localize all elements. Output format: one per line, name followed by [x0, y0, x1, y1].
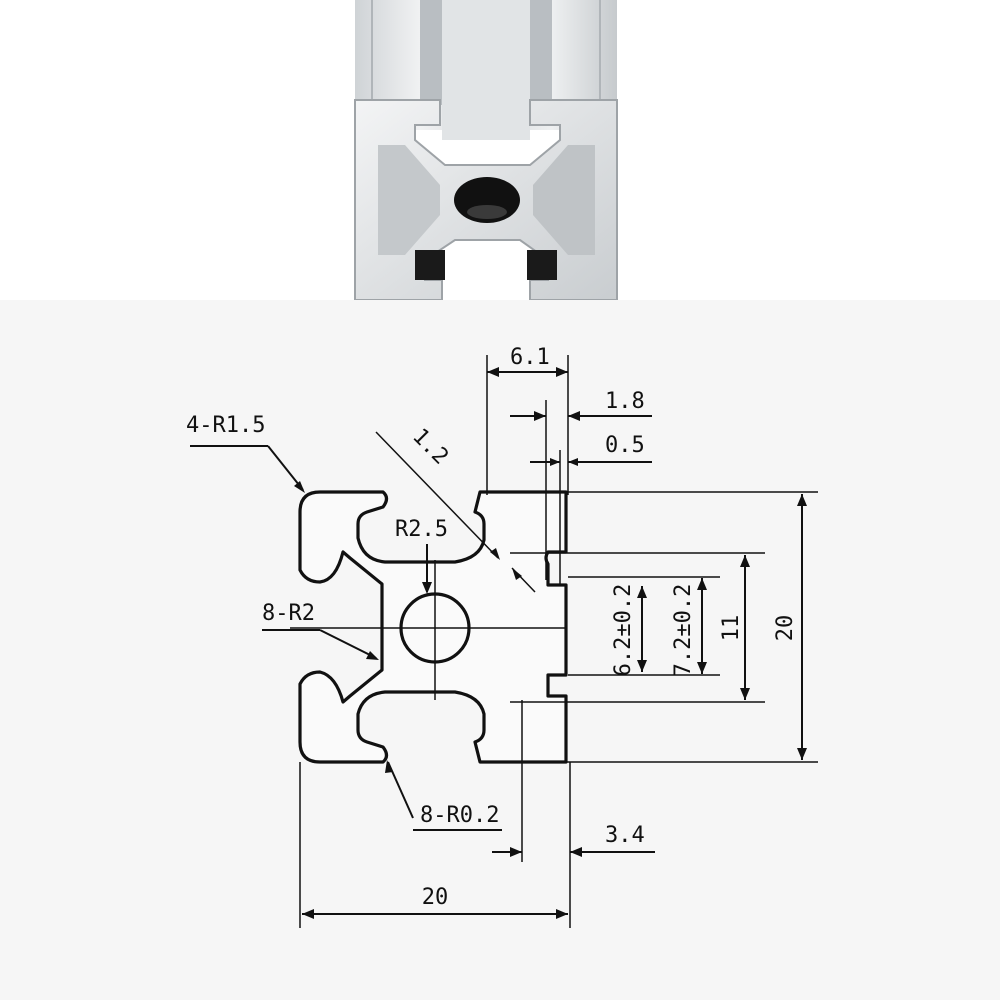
extrusion-photo-svg [354, 0, 618, 300]
label-lip-gap: 0.5 [605, 433, 645, 458]
callout-inner-radius: 8-R2 [262, 601, 379, 660]
dim-offset: 3.4 [492, 700, 655, 928]
dim-height: 20 [566, 491, 818, 763]
label-corner-radius: 4-R1.5 [186, 413, 265, 438]
dim-lip-depth: 1.8 [510, 389, 652, 580]
callout-corner-radius: 4-R1.5 [186, 413, 305, 493]
label-slot-width-top: 6.1 [510, 345, 550, 370]
callout-small-radius: 8-R0.2 [385, 760, 502, 831]
label-small-radius: 8-R0.2 [420, 803, 499, 828]
dim-slot-openings: 6.2±0.2 7.2±0.2 [568, 576, 720, 677]
label-offset: 3.4 [605, 823, 645, 848]
label-width: 20 [422, 885, 449, 910]
label-height: 20 [773, 615, 798, 642]
dim-slot-width-top: 6.1 [486, 345, 569, 495]
label-inner-radius: 8-R2 [262, 601, 315, 626]
label-slot-opening-a: 6.2±0.2 [611, 584, 636, 677]
dim-slot-depth: 11 [510, 552, 765, 703]
label-center-radius: R2.5 [395, 517, 448, 542]
label-slot-opening-b: 7.2±0.2 [671, 584, 696, 677]
callout-center-radius: R2.5 [395, 517, 448, 594]
profile-drawing-svg: 6.1 1.8 0.5 [186, 345, 818, 928]
technical-drawing: 6.1 1.8 0.5 [0, 300, 1000, 1000]
dim-width: 20 [299, 762, 568, 928]
label-lip-depth: 1.8 [605, 389, 645, 414]
extrusion-end-face [354, 99, 618, 300]
product-photo [0, 0, 1000, 300]
dim-lip-gap: 0.5 [530, 433, 652, 585]
label-wall-thickness: 1.2 [407, 424, 453, 470]
label-slot-depth: 11 [719, 615, 744, 642]
